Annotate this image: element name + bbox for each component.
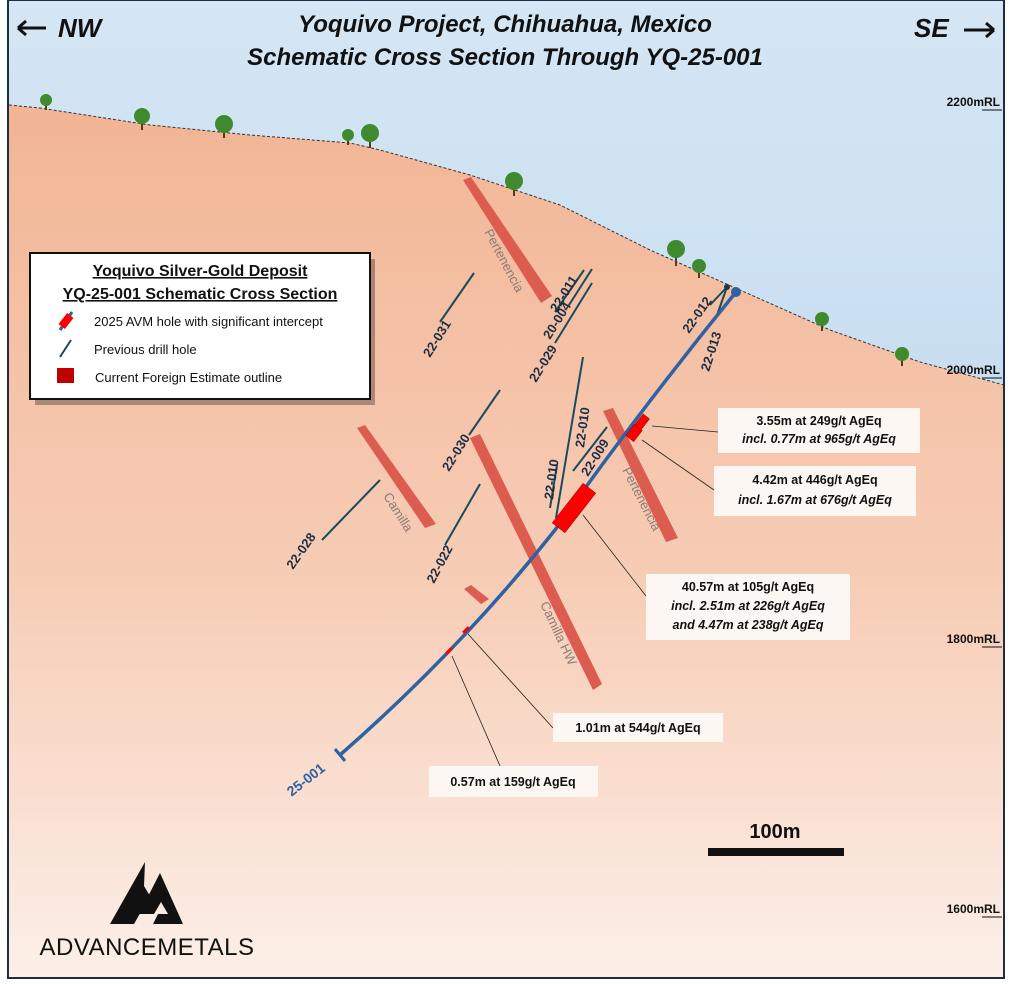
svg-text:incl. 1.67m at 676g/t AgEq: incl. 1.67m at 676g/t AgEq <box>738 493 892 507</box>
tree-icon <box>895 347 909 366</box>
company-logo: ADVANCEMETALS <box>40 862 255 961</box>
zone-fragment <box>464 585 489 604</box>
intercept-marker <box>445 647 453 655</box>
intercept-callouts: 3.55m at 249g/t AgEq incl. 0.77m at 965g… <box>429 408 920 797</box>
drill-hole-label: 22-010 <box>541 458 561 500</box>
drill-hole-22-022 <box>444 483 481 546</box>
title-line-1: Yoquivo Project, Chihuahua, Mexico <box>298 11 712 38</box>
drill-hole-22-010 <box>555 356 584 519</box>
callout-1: 3.55m at 249g/t AgEq incl. 0.77m at 965g… <box>718 408 920 453</box>
drill-hole-icon <box>59 339 72 358</box>
drill-hole-20-004 <box>568 268 593 306</box>
tree-icon <box>342 129 354 145</box>
se-indicator: SE <box>914 13 995 43</box>
tree-icon <box>134 108 150 130</box>
tree-icon <box>361 124 379 148</box>
intercept-marker <box>625 424 643 442</box>
legend-item-label: Current Foreign Estimate outline <box>95 370 282 385</box>
elevation-label: 1600mRL <box>947 902 1000 916</box>
callout-4: 1.01m at 544g/t AgEq <box>553 713 723 742</box>
tree-icon <box>40 94 52 110</box>
legend-item-label: Previous drill hole <box>94 342 197 357</box>
scale-label: 100m <box>749 821 800 843</box>
drill-hole-22-010-short <box>549 464 558 509</box>
drill-hole-22-028 <box>321 479 381 541</box>
zone-pertenencia-upper <box>463 177 552 303</box>
svg-text:3.55m at 249g/t AgEq: 3.55m at 249g/t AgEq <box>756 414 881 428</box>
svg-text:and 4.47m at 238g/t AgEq: and 4.47m at 238g/t AgEq <box>673 618 824 632</box>
logo-text: ADVANCEMETALS <box>40 934 255 961</box>
tree-icon <box>667 240 685 266</box>
tree-icon <box>215 115 233 138</box>
nw-indicator: NW <box>17 13 104 43</box>
red-square-icon <box>57 368 74 383</box>
callout-3: 40.57m at 105g/t AgEq incl. 2.51m at 226… <box>646 574 850 640</box>
tree-icon <box>815 312 829 331</box>
zone-camilla <box>357 425 436 528</box>
frame <box>7 0 1005 979</box>
svg-text:40.57m at 105g/t AgEq: 40.57m at 105g/t AgEq <box>682 580 814 594</box>
intercept-marker <box>462 626 470 634</box>
callout-2: 4.42m at 446g/t AgEq incl. 1.67m at 676g… <box>714 466 916 516</box>
drill-hole-22-031 <box>439 272 475 323</box>
legend-item-label: 2025 AVM hole with significant intercept <box>94 314 323 329</box>
direction-left: NW <box>58 13 104 43</box>
legend: Yoquivo Silver-Gold Deposit YQ-25-001 Sc… <box>29 252 375 405</box>
elevation-label: 2200mRL <box>947 95 1000 109</box>
legend-subtitle: YQ-25-001 Schematic Cross Section <box>63 286 338 303</box>
legend-title: Yoquivo Silver-Gold Deposit <box>93 263 309 280</box>
svg-text:4.42m at 446g/t AgEq: 4.42m at 446g/t AgEq <box>752 473 877 487</box>
callout-5: 0.57m at 159g/t AgEq <box>429 766 598 797</box>
logo-mark-icon <box>110 862 183 924</box>
drill-hole-22-030 <box>468 389 501 436</box>
elevation-label: 1800mRL <box>947 632 1000 646</box>
elevation-label: 2000mRL <box>947 363 1000 377</box>
tree-icon <box>692 259 706 278</box>
drill-hole-22-012 <box>709 286 728 306</box>
intercept-marker <box>551 483 597 533</box>
arrow-left-icon <box>17 19 46 37</box>
elevation-scale: 2200mRL 2000mRL 1800mRL 1600mRL <box>947 95 1002 918</box>
drill-hole-label: 22-010 <box>572 406 592 448</box>
svg-text:incl. 2.51m at 226g/t AgEq: incl. 2.51m at 226g/t AgEq <box>671 599 825 613</box>
ground-surface <box>8 104 1005 386</box>
intercept-icon <box>58 311 74 331</box>
direction-right: SE <box>914 13 949 43</box>
svg-text:1.01m at 544g/t AgEq: 1.01m at 544g/t AgEq <box>575 721 700 735</box>
drill-hole-22-029 <box>554 282 593 344</box>
svg-text:0.57m at 159g/t AgEq: 0.57m at 159g/t AgEq <box>450 775 575 789</box>
trees <box>40 94 909 366</box>
arrow-right-icon <box>964 21 995 39</box>
drill-hole-22-009 <box>572 426 608 472</box>
zone-pertenencia-lower <box>603 408 678 542</box>
scale-bar: 100m <box>708 821 844 856</box>
svg-text:incl. 0.77m at 965g/t AgEq: incl. 0.77m at 965g/t AgEq <box>742 432 896 446</box>
drill-hole-22-011 <box>554 269 585 313</box>
title-line-2: Schematic Cross Section Through YQ-25-00… <box>247 44 763 71</box>
tree-icon <box>505 172 523 196</box>
collar-icon <box>731 287 741 297</box>
zone-camilla-hw <box>470 434 602 690</box>
